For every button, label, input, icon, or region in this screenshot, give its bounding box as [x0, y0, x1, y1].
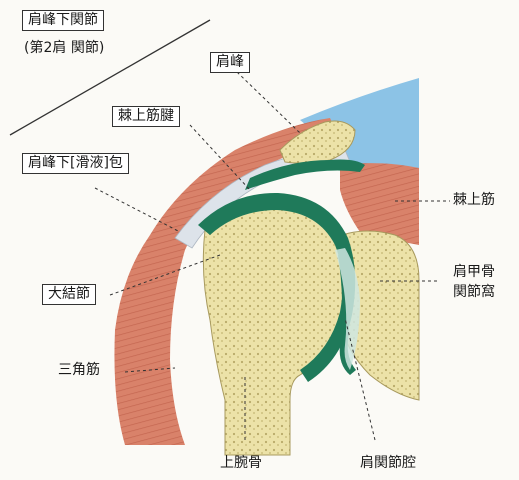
label-deltoid: 三角筋 — [58, 362, 100, 379]
label-subacromial-bursa: 肩峰下[滑液]包 — [22, 153, 129, 174]
label-humerus: 上腕骨 — [220, 455, 262, 472]
label-glenoid-1: 肩甲骨 — [453, 264, 495, 281]
label-joint-cavity: 肩関節腔 — [360, 455, 416, 472]
label-greater-tubercle: 大結節 — [42, 284, 96, 305]
label-supraspinatus-tendon: 棘上筋腱 — [112, 106, 180, 127]
label-supraspinatus: 棘上筋 — [453, 192, 495, 209]
label-subacromial-joint: 肩峰下関節 — [22, 10, 104, 31]
label-acromion: 肩峰 — [210, 52, 250, 73]
label-subacromial-joint-sub: (第2肩 関節) — [24, 40, 104, 57]
label-glenoid-2: 関節窩 — [453, 284, 495, 301]
